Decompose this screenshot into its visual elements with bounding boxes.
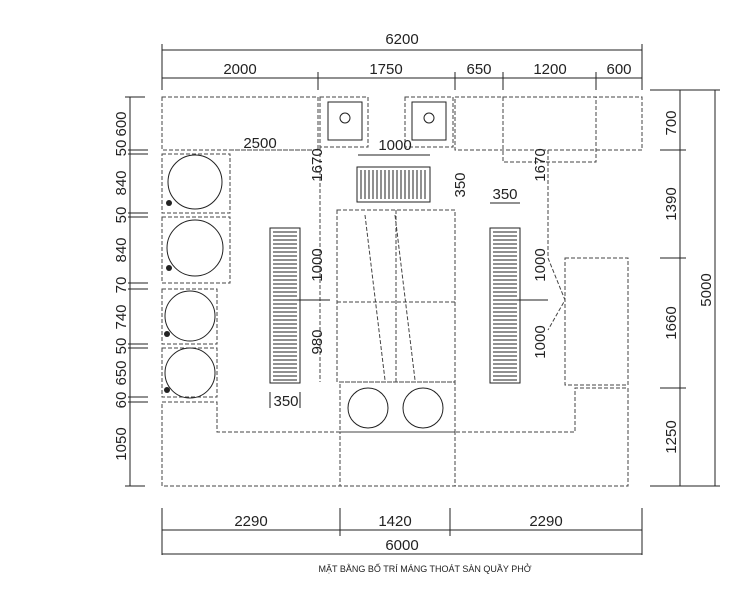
left-dimensions: 600 50 840 50 840 70 740 50 650 60 1050 bbox=[113, 96, 148, 487]
stock-pot-icon bbox=[167, 154, 223, 210]
dim-bottom-seg: 2290 bbox=[234, 513, 267, 530]
counter-top-left bbox=[161, 96, 319, 151]
dim-top-seg: 2000 bbox=[223, 61, 256, 78]
dim-bottom-seg: 1420 bbox=[378, 513, 411, 530]
counter-bottom bbox=[161, 387, 629, 487]
dim-right-seg: 1660 bbox=[663, 306, 680, 339]
dim-right-seg: 1250 bbox=[663, 420, 680, 453]
label: 1000 bbox=[532, 248, 549, 281]
dim-left-seg: 50 bbox=[113, 140, 130, 157]
label: 2500 bbox=[243, 135, 276, 152]
dim-left-seg: 740 bbox=[113, 304, 130, 329]
dim-bottom-seg: 2290 bbox=[529, 513, 562, 530]
burner-icon bbox=[347, 387, 389, 429]
sink-drain-icon bbox=[339, 112, 351, 124]
sink-drain-icon bbox=[423, 112, 435, 124]
dim-top-seg: 1200 bbox=[533, 61, 566, 78]
dim-top-total: 6200 bbox=[385, 31, 418, 48]
label: 350 bbox=[452, 172, 469, 197]
dim-left-seg: 70 bbox=[113, 277, 130, 294]
burner-icon bbox=[402, 387, 444, 429]
right-station bbox=[564, 257, 629, 386]
sink-left bbox=[319, 96, 369, 148]
dim-top-seg: 600 bbox=[606, 61, 631, 78]
inner-dimension-labels: 2500 1000 1670 1670 350 350 1000 980 350… bbox=[243, 135, 549, 410]
dim-left-seg: 60 bbox=[113, 392, 130, 409]
label: 1000 bbox=[378, 137, 411, 154]
dim-top-seg: 650 bbox=[466, 61, 491, 78]
counter-top-right bbox=[454, 96, 643, 151]
stock-pot-icon bbox=[164, 347, 216, 399]
floor-drain-grate bbox=[269, 227, 301, 384]
right-dimensions: 700 1390 1660 1250 5000 bbox=[650, 89, 720, 487]
label: 1000 bbox=[532, 325, 549, 358]
stock-pot-icon bbox=[164, 290, 216, 342]
stock-pot-icon bbox=[166, 219, 224, 277]
dim-left-seg: 50 bbox=[113, 338, 130, 355]
dim-top-seg: 1750 bbox=[369, 61, 402, 78]
floor-drain-grate-top bbox=[356, 166, 431, 203]
bottom-dimensions: 2290 1420 2290 6000 bbox=[161, 508, 643, 555]
dim-bottom-total: 6000 bbox=[385, 537, 418, 554]
dim-left-seg: 840 bbox=[113, 170, 130, 195]
dim-left-seg: 600 bbox=[113, 111, 130, 136]
label: 980 bbox=[309, 329, 326, 354]
label: 350 bbox=[492, 186, 517, 203]
dim-right-total: 5000 bbox=[698, 273, 715, 306]
dim-right-seg: 1390 bbox=[663, 187, 680, 220]
label: 350 bbox=[273, 393, 298, 410]
dim-left-seg: 650 bbox=[113, 360, 130, 385]
dim-left-seg: 50 bbox=[113, 207, 130, 224]
top-dimensions: 6200 2000 1750 650 1200 600 bbox=[161, 31, 643, 90]
label: 1000 bbox=[309, 248, 326, 281]
dim-right-seg: 700 bbox=[663, 110, 680, 135]
label: 1670 bbox=[532, 148, 549, 181]
floor-drain-grate bbox=[489, 227, 521, 384]
dim-left-seg: 840 bbox=[113, 237, 130, 262]
dim-left-seg: 1050 bbox=[113, 427, 130, 460]
plan-layout bbox=[161, 96, 643, 487]
drawing-title: MẶT BẰNG BỐ TRÍ MÁNG THOÁT SÀN QUẦY PHỞ bbox=[319, 563, 532, 574]
label: 1670 bbox=[309, 148, 326, 181]
sink-right bbox=[404, 96, 454, 148]
